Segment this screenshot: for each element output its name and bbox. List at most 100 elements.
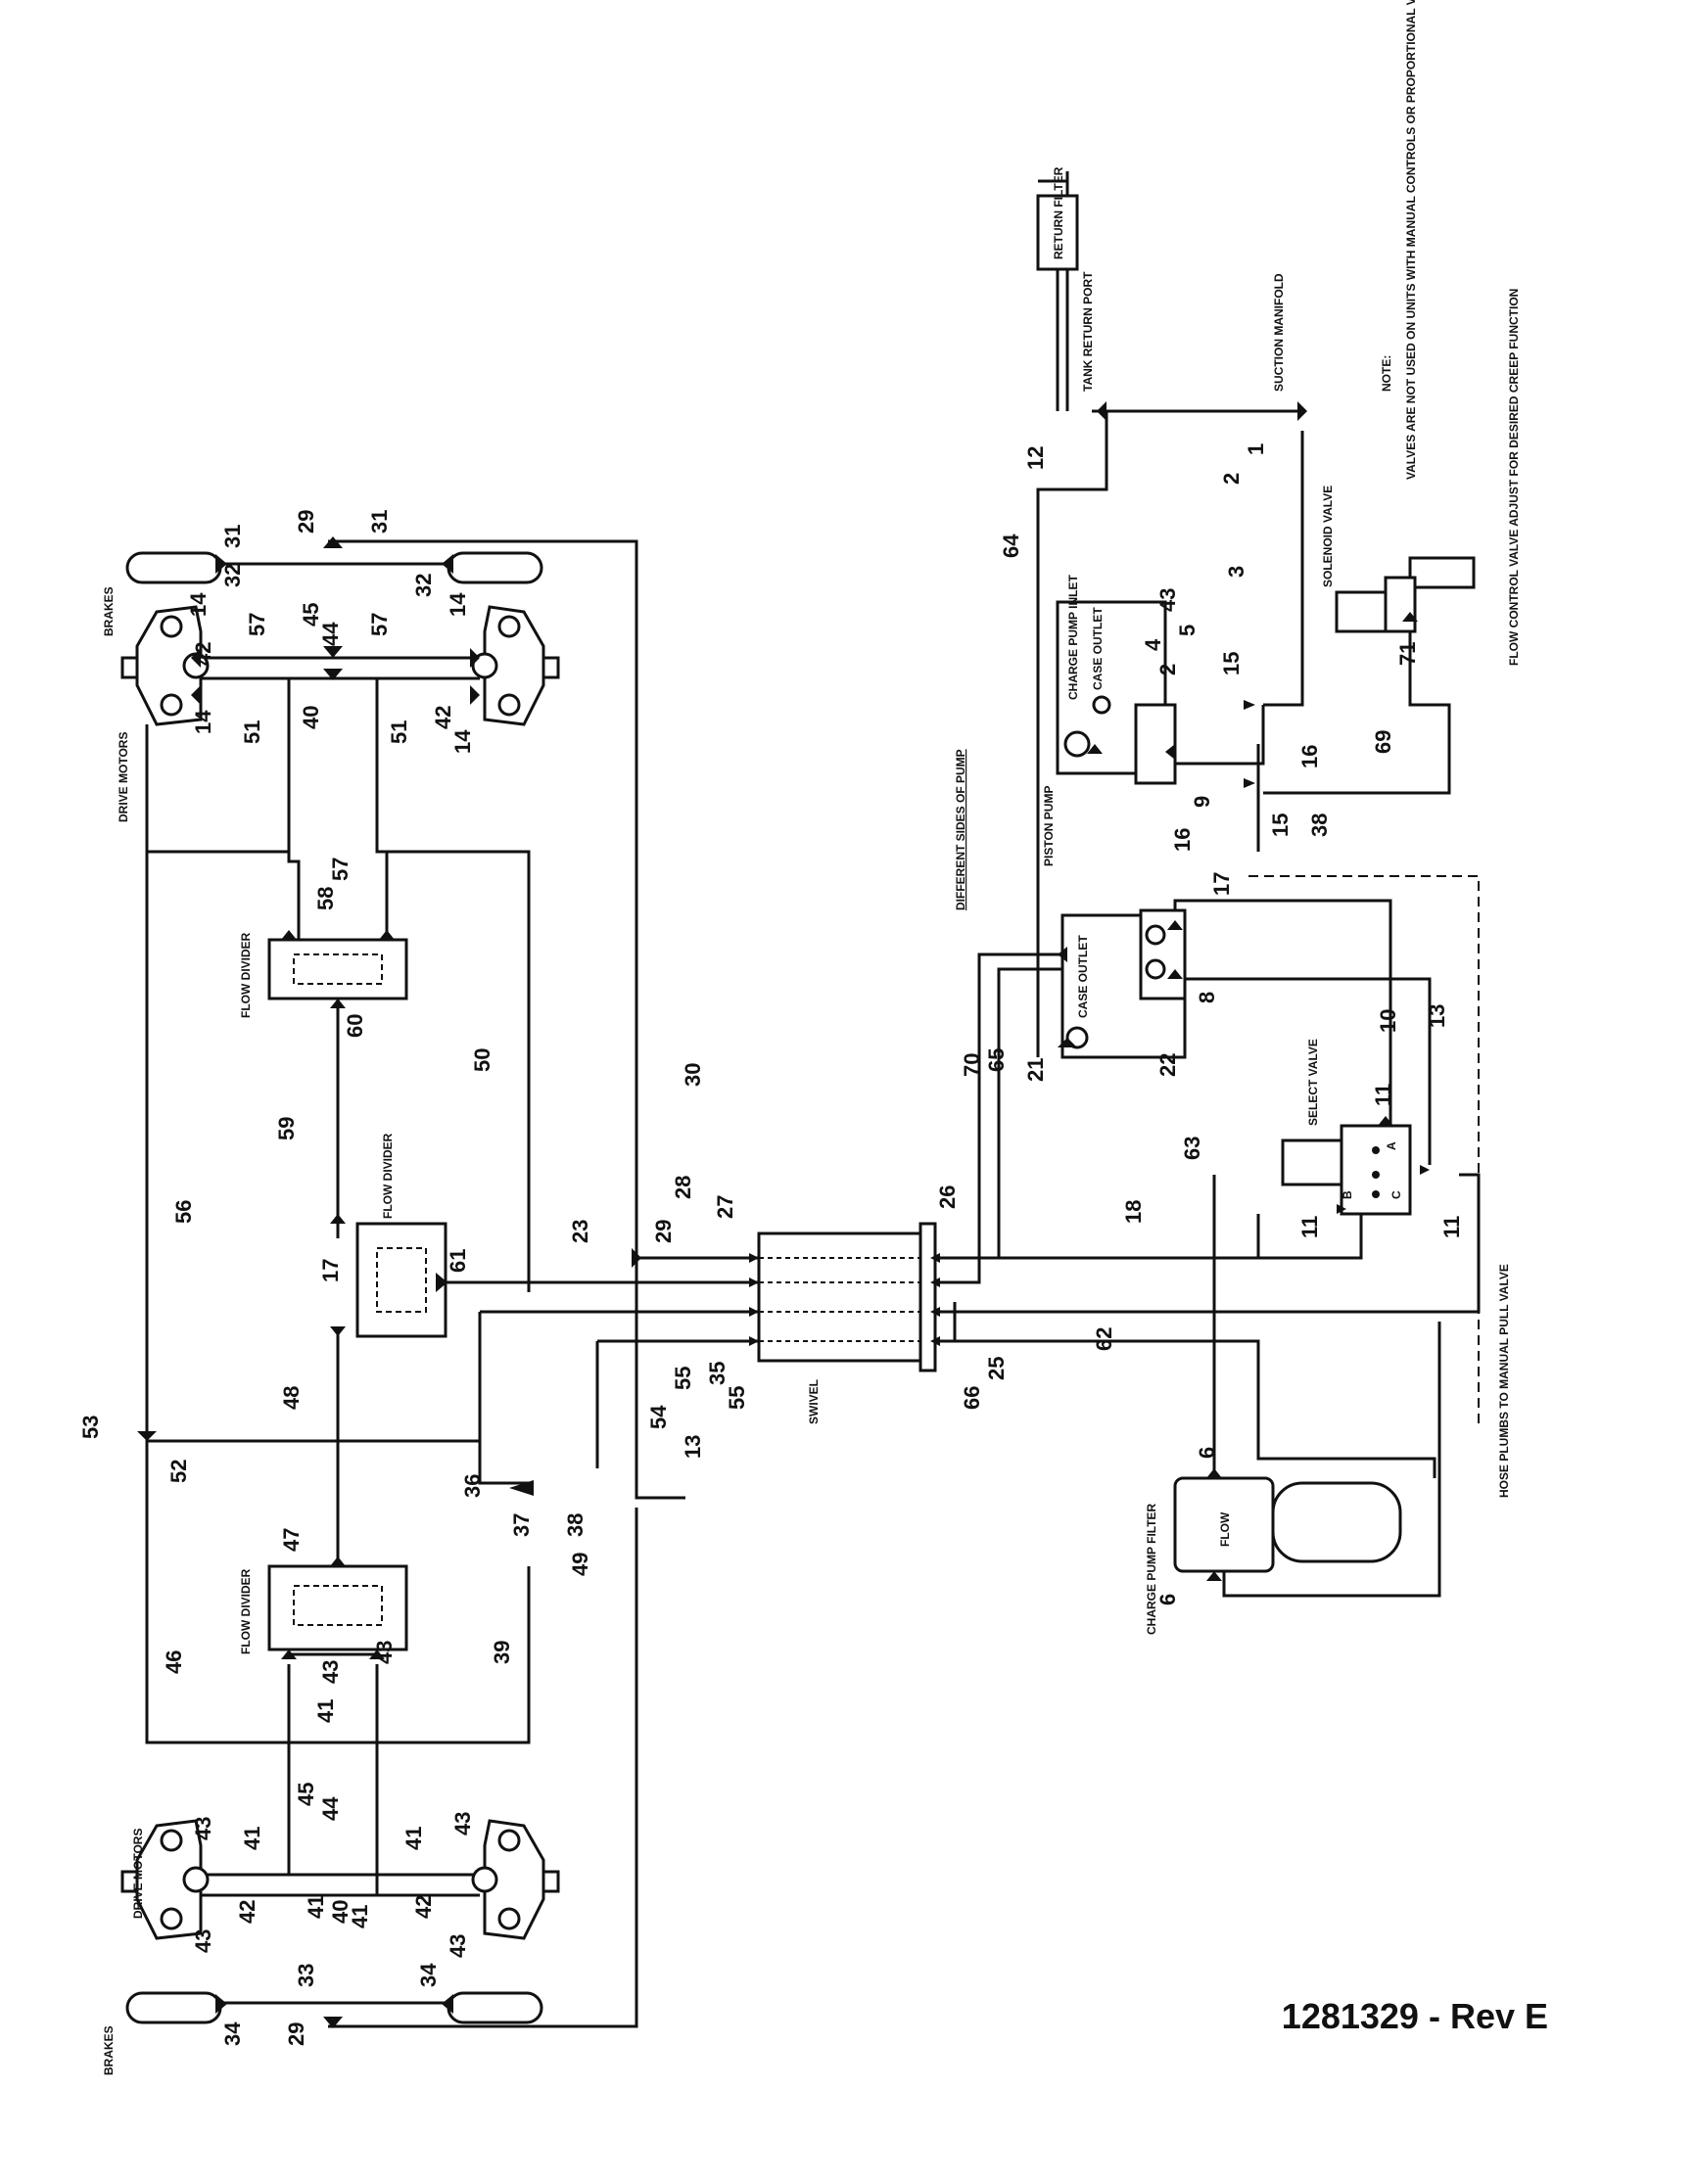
callout: 26 <box>935 1185 960 1209</box>
callout: 16 <box>1170 828 1195 852</box>
callout: 2 <box>1219 473 1244 485</box>
callout: 10 <box>1376 1009 1400 1033</box>
label-flow: FLOW <box>1218 1511 1232 1547</box>
label-tank-return-port: TANK RETURN PORT <box>1081 271 1095 392</box>
callout: 25 <box>984 1357 1009 1380</box>
callout: 69 <box>1371 730 1395 754</box>
callout: 40 <box>299 706 323 729</box>
callout: 34 <box>416 1963 441 1987</box>
callout: 5 <box>1175 625 1200 636</box>
charge-pump <box>1056 600 1177 785</box>
hose-lines <box>145 171 1481 2028</box>
charge-pump-filter <box>1173 1476 1402 1573</box>
callout: 2 <box>1155 664 1180 675</box>
label-different-sides: DIFFERENT SIDES OF PUMP <box>954 749 967 910</box>
callout: 43 <box>318 1660 343 1684</box>
component-labels: BRAKES DRIVE MOTORS FLOW DIVIDER FLOW DI… <box>102 0 1521 2075</box>
callout: 71 <box>1395 642 1420 666</box>
callout: 1 <box>1244 443 1268 455</box>
callout: 62 <box>1092 1327 1116 1351</box>
callout: 43 <box>450 1812 475 1835</box>
callout: 12 <box>1023 446 1048 470</box>
label-case-outlet-piston: CASE OUTLET <box>1076 935 1090 1018</box>
manual-pull-dashed-line <box>1248 875 1480 1429</box>
callout: 64 <box>999 534 1023 558</box>
label-solenoid-valve: SOLENOID VALVE <box>1321 486 1335 587</box>
callout: 39 <box>490 1641 514 1664</box>
callout: 41 <box>401 1827 426 1850</box>
callout: 57 <box>367 613 392 636</box>
label-port-a: A <box>1385 1141 1398 1150</box>
callout: 29 <box>284 2022 308 2046</box>
callout: 70 <box>960 1053 984 1077</box>
callout: 63 <box>1180 1137 1204 1160</box>
callout: 41 <box>304 1895 328 1919</box>
label-flow-divider-lower: FLOW DIVIDER <box>239 1568 253 1654</box>
label-flow-divider-upper: FLOW DIVIDER <box>239 932 253 1018</box>
callout: 41 <box>313 1699 338 1723</box>
label-note-title: NOTE: <box>1380 355 1393 392</box>
callout: 42 <box>411 1895 436 1919</box>
callout: 66 <box>960 1386 984 1410</box>
return-filter <box>1036 194 1079 411</box>
callout: 50 <box>470 1048 494 1072</box>
callout: 46 <box>162 1650 186 1674</box>
callout: 40 <box>328 1900 353 1924</box>
callout: 43 <box>1155 588 1180 612</box>
solenoid-valve <box>1335 556 1476 633</box>
label-brakes-lower: BRAKES <box>102 2025 116 2075</box>
label-piston-pump: PISTON PUMP <box>1042 786 1056 866</box>
callout: 54 <box>646 1405 671 1429</box>
callout: 6 <box>1195 1447 1219 1459</box>
brake-upper-left <box>125 551 227 584</box>
callout: 37 <box>509 1513 534 1537</box>
label-swivel: SWIVEL <box>807 1379 821 1424</box>
brake-lower-right <box>442 1991 543 2024</box>
callout: 53 <box>78 1416 103 1439</box>
label-port-b: B <box>1341 1190 1354 1199</box>
callout: 43 <box>446 1934 470 1958</box>
label-brakes-upper: BRAKES <box>102 586 116 636</box>
callout: 43 <box>191 1929 215 1953</box>
fittings <box>137 401 1430 2028</box>
callout: 49 <box>568 1553 592 1576</box>
callout: 29 <box>294 510 318 534</box>
callout: 42 <box>235 1900 259 1924</box>
callout: 13 <box>681 1435 705 1459</box>
callout: 57 <box>328 858 353 881</box>
flow-divider-lower <box>267 1564 408 1651</box>
callout: 13 <box>1425 1004 1449 1028</box>
callout: 38 <box>1307 813 1332 837</box>
label-return-filter: RETURN FILTER <box>1052 166 1065 259</box>
callout: 29 <box>651 1220 676 1243</box>
callout: 17 <box>318 1259 343 1282</box>
label-drive-motors-lower: DRIVE MOTORS <box>131 1829 145 1919</box>
select-valve <box>1281 1124 1412 1216</box>
callout: 45 <box>299 603 323 627</box>
callout-numbers: 31 32 29 31 32 14 42 14 57 51 45 44 40 5… <box>78 443 1464 2046</box>
callout: 9 <box>1190 796 1214 808</box>
callout: 21 <box>1023 1058 1048 1082</box>
label-suction-manifold: SUCTION MANIFOLD <box>1272 273 1286 392</box>
label-charge-pump-inlet: CHARGE PUMP INLET <box>1066 575 1080 700</box>
drive-motor-lower-left <box>120 1819 210 1940</box>
callout: 15 <box>1268 813 1293 837</box>
callout: 17 <box>1209 872 1234 896</box>
flow-divider-middle <box>355 1222 447 1338</box>
callout: 47 <box>279 1528 304 1552</box>
callout: 32 <box>411 574 436 597</box>
label-case-outlet-charge: CASE OUTLET <box>1091 607 1105 690</box>
callout: 42 <box>431 706 455 729</box>
callout: 8 <box>1195 992 1219 1003</box>
callout: 51 <box>387 720 411 744</box>
label-drive-motors-upper: DRIVE MOTORS <box>117 732 130 822</box>
callout: 28 <box>671 1176 695 1199</box>
callout: 55 <box>671 1367 695 1390</box>
callout: 57 <box>245 613 269 636</box>
flow-divider-upper <box>267 938 408 1000</box>
brake-lower-left <box>125 1991 227 2024</box>
callout: 23 <box>568 1220 592 1243</box>
callout: 41 <box>348 1905 372 1928</box>
callout: 43 <box>191 1817 215 1840</box>
